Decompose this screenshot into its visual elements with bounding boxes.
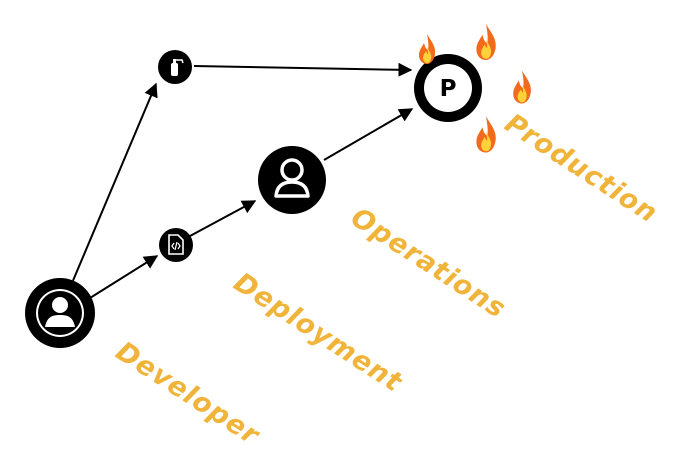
label-operations: Operations [345, 202, 511, 325]
production-node: P [414, 54, 482, 122]
fire-extinguisher-icon [171, 59, 184, 76]
arrow-developer-to-shortcut [71, 82, 158, 284]
label-deployment: Deployment [228, 267, 408, 399]
production-p-icon: P [440, 76, 457, 102]
arrow-artifact-to-operations [189, 200, 257, 237]
arrows [71, 62, 414, 299]
user-icon [274, 158, 310, 198]
code-file-icon [168, 234, 184, 255]
fire-icon [419, 34, 436, 64]
shortcut-node [158, 50, 192, 84]
arrow-shortcut-to-production [193, 62, 413, 77]
operations-node [258, 146, 326, 214]
fire-icon [476, 24, 496, 60]
user-icon [38, 291, 82, 335]
fire-icon [513, 70, 531, 104]
label-developer: Developer [110, 336, 265, 452]
fire-icon [476, 116, 496, 153]
developer-node [25, 278, 95, 348]
arrow-developer-to-artifact [89, 255, 159, 299]
deployment-artifact-node [159, 228, 193, 262]
arrow-operations-to-production [323, 108, 414, 161]
label-production: Production [499, 108, 663, 229]
